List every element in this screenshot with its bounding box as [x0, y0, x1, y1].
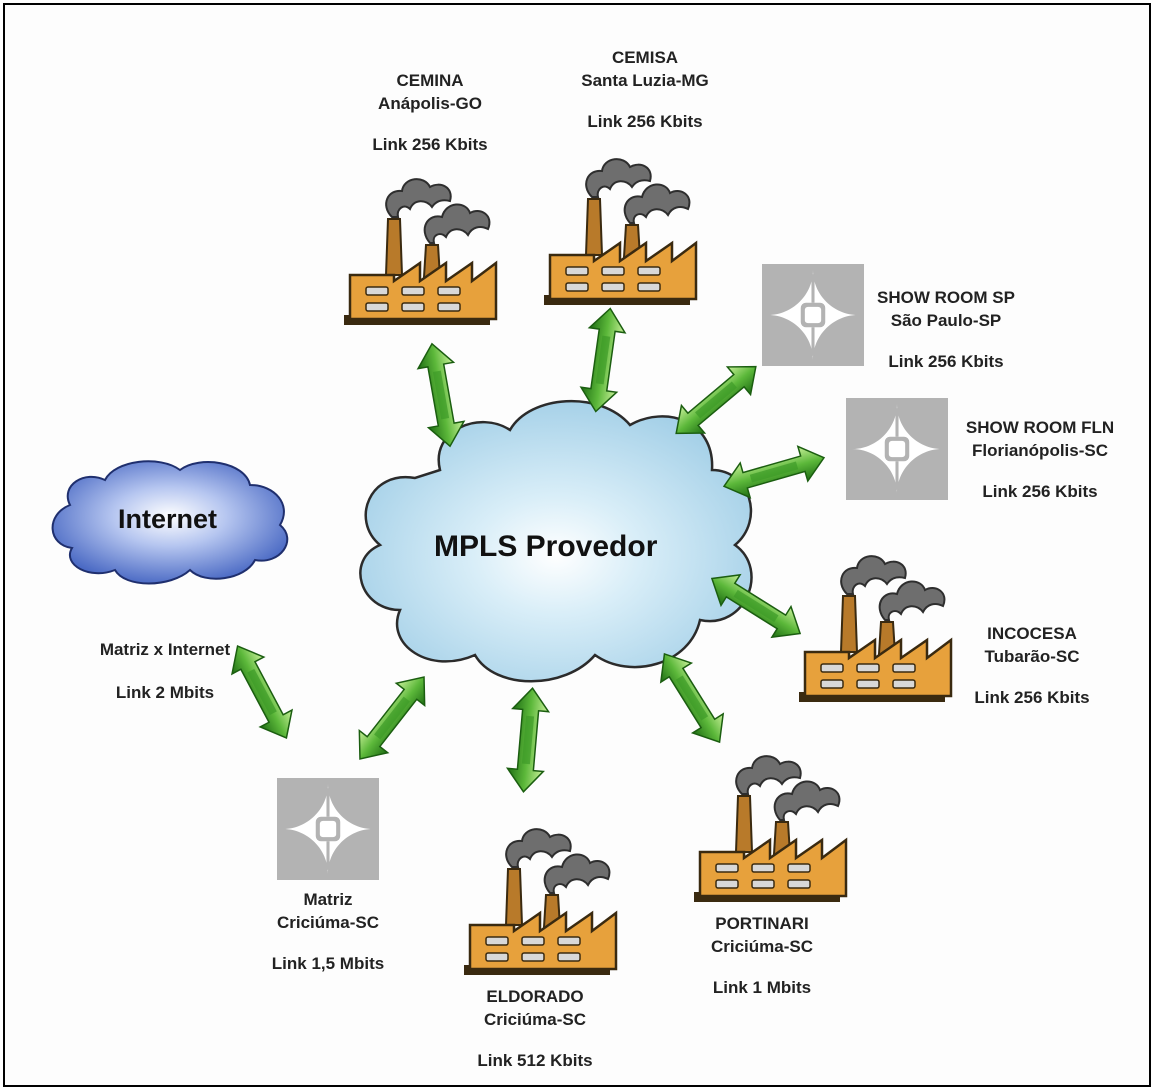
mpls-cloud-label: MPLS Provedor	[434, 530, 658, 563]
company-logo-icon	[844, 396, 950, 502]
node-city: Santa Luzia-MG	[581, 71, 709, 90]
node-link-speed: Link 256 Kbits	[982, 482, 1098, 501]
node-name: ELDORADO	[486, 987, 584, 1006]
internet-link-speed: Link 2 Mbits	[115, 683, 215, 702]
link-arrow-cemisa	[577, 305, 629, 415]
link-arrow-matriz	[345, 665, 439, 771]
company-logo-icon	[275, 776, 381, 882]
node-city: Anápolis-GO	[378, 94, 482, 113]
node-link-speed: Link 512 Kbits	[477, 1051, 593, 1070]
node-city: Criciúma-SC	[483, 1010, 587, 1029]
factory-icon	[462, 827, 618, 977]
node-label-matriz: Matriz Criciúma-SC Link 1,5 Mbits	[248, 888, 408, 975]
node-link-speed: Link 1,5 Mbits	[271, 954, 385, 973]
company-logo-icon	[760, 262, 866, 368]
node-label-cemisa: CEMISA Santa Luzia-MG Link 256 Kbits	[565, 46, 725, 133]
factory-icon	[692, 754, 848, 904]
node-name: Matriz	[303, 890, 353, 909]
node-link-speed: Link 256 Kbits	[888, 352, 1004, 371]
node-name: CEMISA	[611, 48, 679, 67]
internet-link-name: Matriz x Internet	[99, 640, 231, 659]
node-city: Florianópolis-SC	[972, 441, 1108, 460]
link-arrow-eldorado	[504, 685, 552, 795]
node-name: CEMINA	[396, 71, 464, 90]
node-link-speed: Link 256 Kbits	[974, 688, 1090, 707]
internet-link-label: Matriz x Internet Link 2 Mbits	[80, 638, 250, 704]
internet-cloud	[51, 460, 289, 585]
node-label-showroom-sp: SHOW ROOM SP São Paulo-SP Link 256 Kbits	[866, 286, 1026, 373]
node-label-cemina: CEMINA Anápolis-GO Link 256 Kbits	[350, 69, 510, 156]
node-name: PORTINARI	[715, 914, 809, 933]
node-label-portinari: PORTINARI Criciúma-SC Link 1 Mbits	[682, 912, 842, 999]
node-link-speed: Link 256 Kbits	[587, 112, 703, 131]
node-name: SHOW ROOM SP	[877, 288, 1015, 307]
factory-icon	[542, 157, 698, 307]
factory-icon	[797, 554, 953, 704]
link-arrow-showroom-sp	[663, 352, 769, 448]
node-label-eldorado: ELDORADO Criciúma-SC Link 512 Kbits	[455, 985, 615, 1072]
node-label-showroom-fln: SHOW ROOM FLN Florianópolis-SC Link 256 …	[955, 416, 1125, 503]
node-city: Criciúma-SC	[276, 913, 380, 932]
node-city: São Paulo-SP	[890, 311, 1002, 330]
internet-cloud-label: Internet	[118, 504, 218, 534]
factory-icon	[342, 177, 498, 327]
node-label-incocesa: INCOCESA Tubarão-SC Link 256 Kbits	[952, 622, 1112, 709]
node-link-speed: Link 256 Kbits	[372, 135, 488, 154]
node-city: Tubarão-SC	[984, 647, 1080, 666]
node-city: Criciúma-SC	[710, 937, 814, 956]
node-name: SHOW ROOM FLN	[965, 418, 1115, 437]
node-link-speed: Link 1 Mbits	[712, 978, 812, 997]
node-name: INCOCESA	[987, 624, 1077, 643]
